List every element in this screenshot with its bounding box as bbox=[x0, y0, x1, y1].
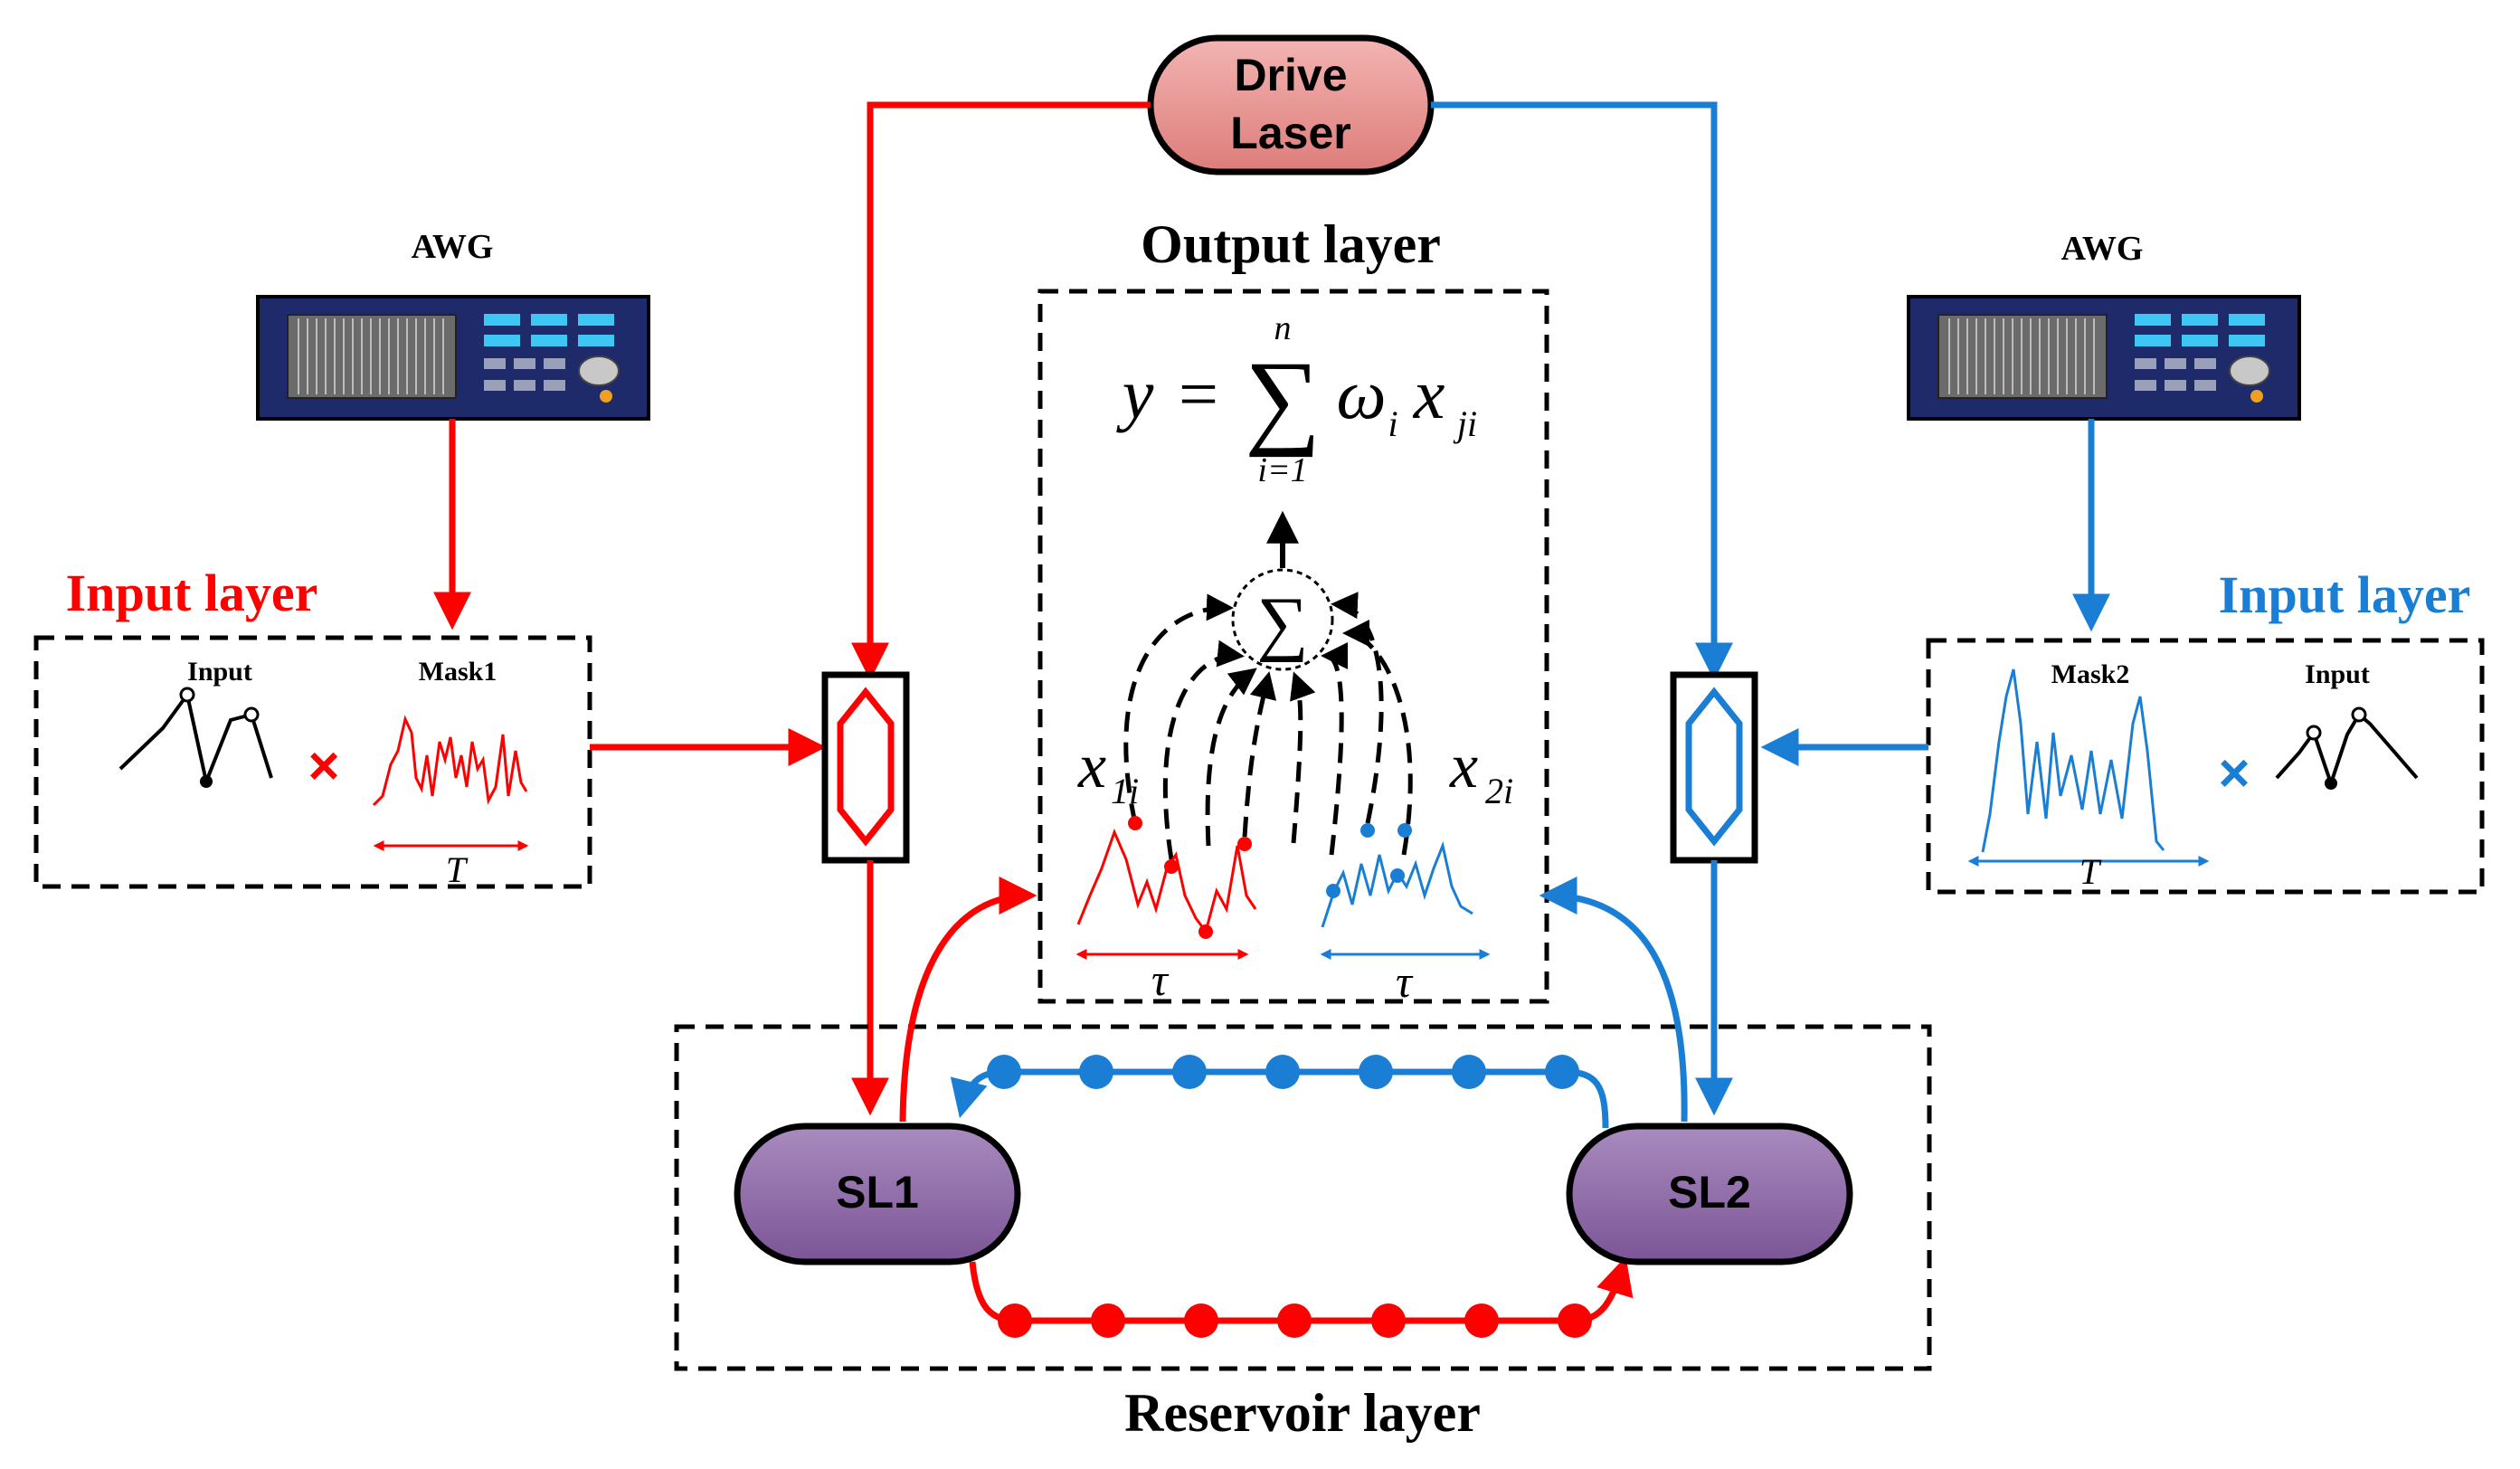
sl2-output-arrow bbox=[1539, 877, 1688, 1123]
awg-left-label: AWG bbox=[412, 228, 494, 266]
mask2-signal bbox=[1981, 668, 2165, 853]
period-label-left: T bbox=[446, 849, 469, 890]
input-signal-left bbox=[118, 687, 273, 788]
formula-sum: ∑ bbox=[1245, 339, 1321, 458]
period-label-right: T bbox=[2079, 851, 2102, 892]
input-left-label: Input bbox=[187, 657, 252, 687]
summation-node: ∑ bbox=[1231, 568, 1334, 671]
sl2-laser: SL2 bbox=[1566, 1123, 1853, 1265]
mask1-label: Mask1 bbox=[419, 657, 497, 687]
input-right-label: Input bbox=[2305, 659, 2370, 689]
x2-label-sub: 2i bbox=[1485, 771, 1513, 811]
reservoir-layer-title: Reservoir layer bbox=[1124, 1383, 1481, 1443]
awg-right-label: AWG bbox=[2061, 230, 2144, 268]
sl1-laser: SL1 bbox=[734, 1123, 1021, 1265]
input-signal-right bbox=[2275, 706, 2419, 790]
drive-laser: Drive Laser bbox=[1147, 34, 1435, 175]
drive-laser-line1: Drive bbox=[1234, 50, 1347, 100]
sl1-label: SL1 bbox=[836, 1167, 919, 1218]
formula-upper: n bbox=[1274, 309, 1292, 347]
input-layer-right-title: Input layer bbox=[2219, 565, 2471, 624]
formula-weight: ω bbox=[1336, 355, 1386, 433]
x2-label-main: x bbox=[1449, 732, 1478, 801]
drive-laser-line2: Laser bbox=[1230, 108, 1350, 158]
modulator-left bbox=[821, 671, 910, 864]
awg-left: AWG bbox=[256, 228, 650, 421]
x2-label: x 2i bbox=[1449, 732, 1513, 811]
reservoir-layer-box bbox=[674, 1024, 1932, 1371]
output-formula: y = ∑ n i=1 ω i x ji bbox=[1116, 309, 1477, 489]
output-layer-title: Output layer bbox=[1141, 214, 1441, 274]
sl2-label: SL2 bbox=[1668, 1167, 1751, 1218]
summation-node-symbol: ∑ bbox=[1256, 583, 1308, 663]
tau-label-left: τ bbox=[1151, 954, 1170, 1005]
sl1-output-arrow bbox=[899, 877, 1037, 1123]
formula-x: x bbox=[1413, 355, 1445, 433]
x1-label-main: x bbox=[1077, 732, 1106, 801]
delay-loop-nodes-red bbox=[998, 1303, 1592, 1338]
input-layer-left-box bbox=[33, 635, 592, 889]
formula-eq: = bbox=[1179, 355, 1218, 433]
awg-right: AWG bbox=[1907, 230, 2301, 421]
modulator-right bbox=[1670, 671, 1758, 864]
mask1-signal bbox=[372, 715, 528, 807]
input-layer-left-title: Input layer bbox=[66, 564, 318, 622]
formula-lower: i=1 bbox=[1257, 451, 1307, 489]
times-sign-right: × bbox=[2218, 743, 2250, 803]
times-sign-left: × bbox=[308, 735, 339, 796]
delay-loop-nodes-blue bbox=[987, 1055, 1579, 1089]
virtual-node-states-right bbox=[1321, 823, 1473, 928]
formula-weight-sub: i bbox=[1388, 403, 1397, 444]
mask2-label: Mask2 bbox=[2051, 659, 2130, 689]
tau-label-right: τ bbox=[1396, 956, 1414, 1007]
formula-x-sub: ji bbox=[1453, 403, 1477, 444]
x1-label: x 1i bbox=[1077, 732, 1139, 811]
formula-lhs: y bbox=[1116, 355, 1154, 433]
input-layer-right-box bbox=[1926, 638, 2485, 895]
drive-to-modulator2-line bbox=[1431, 101, 1733, 681]
drive-to-modulator1-line bbox=[851, 101, 1151, 681]
weight-connections bbox=[1123, 592, 1413, 860]
x1-label-sub: 1i bbox=[1111, 771, 1139, 811]
virtual-node-states-left bbox=[1076, 816, 1257, 939]
